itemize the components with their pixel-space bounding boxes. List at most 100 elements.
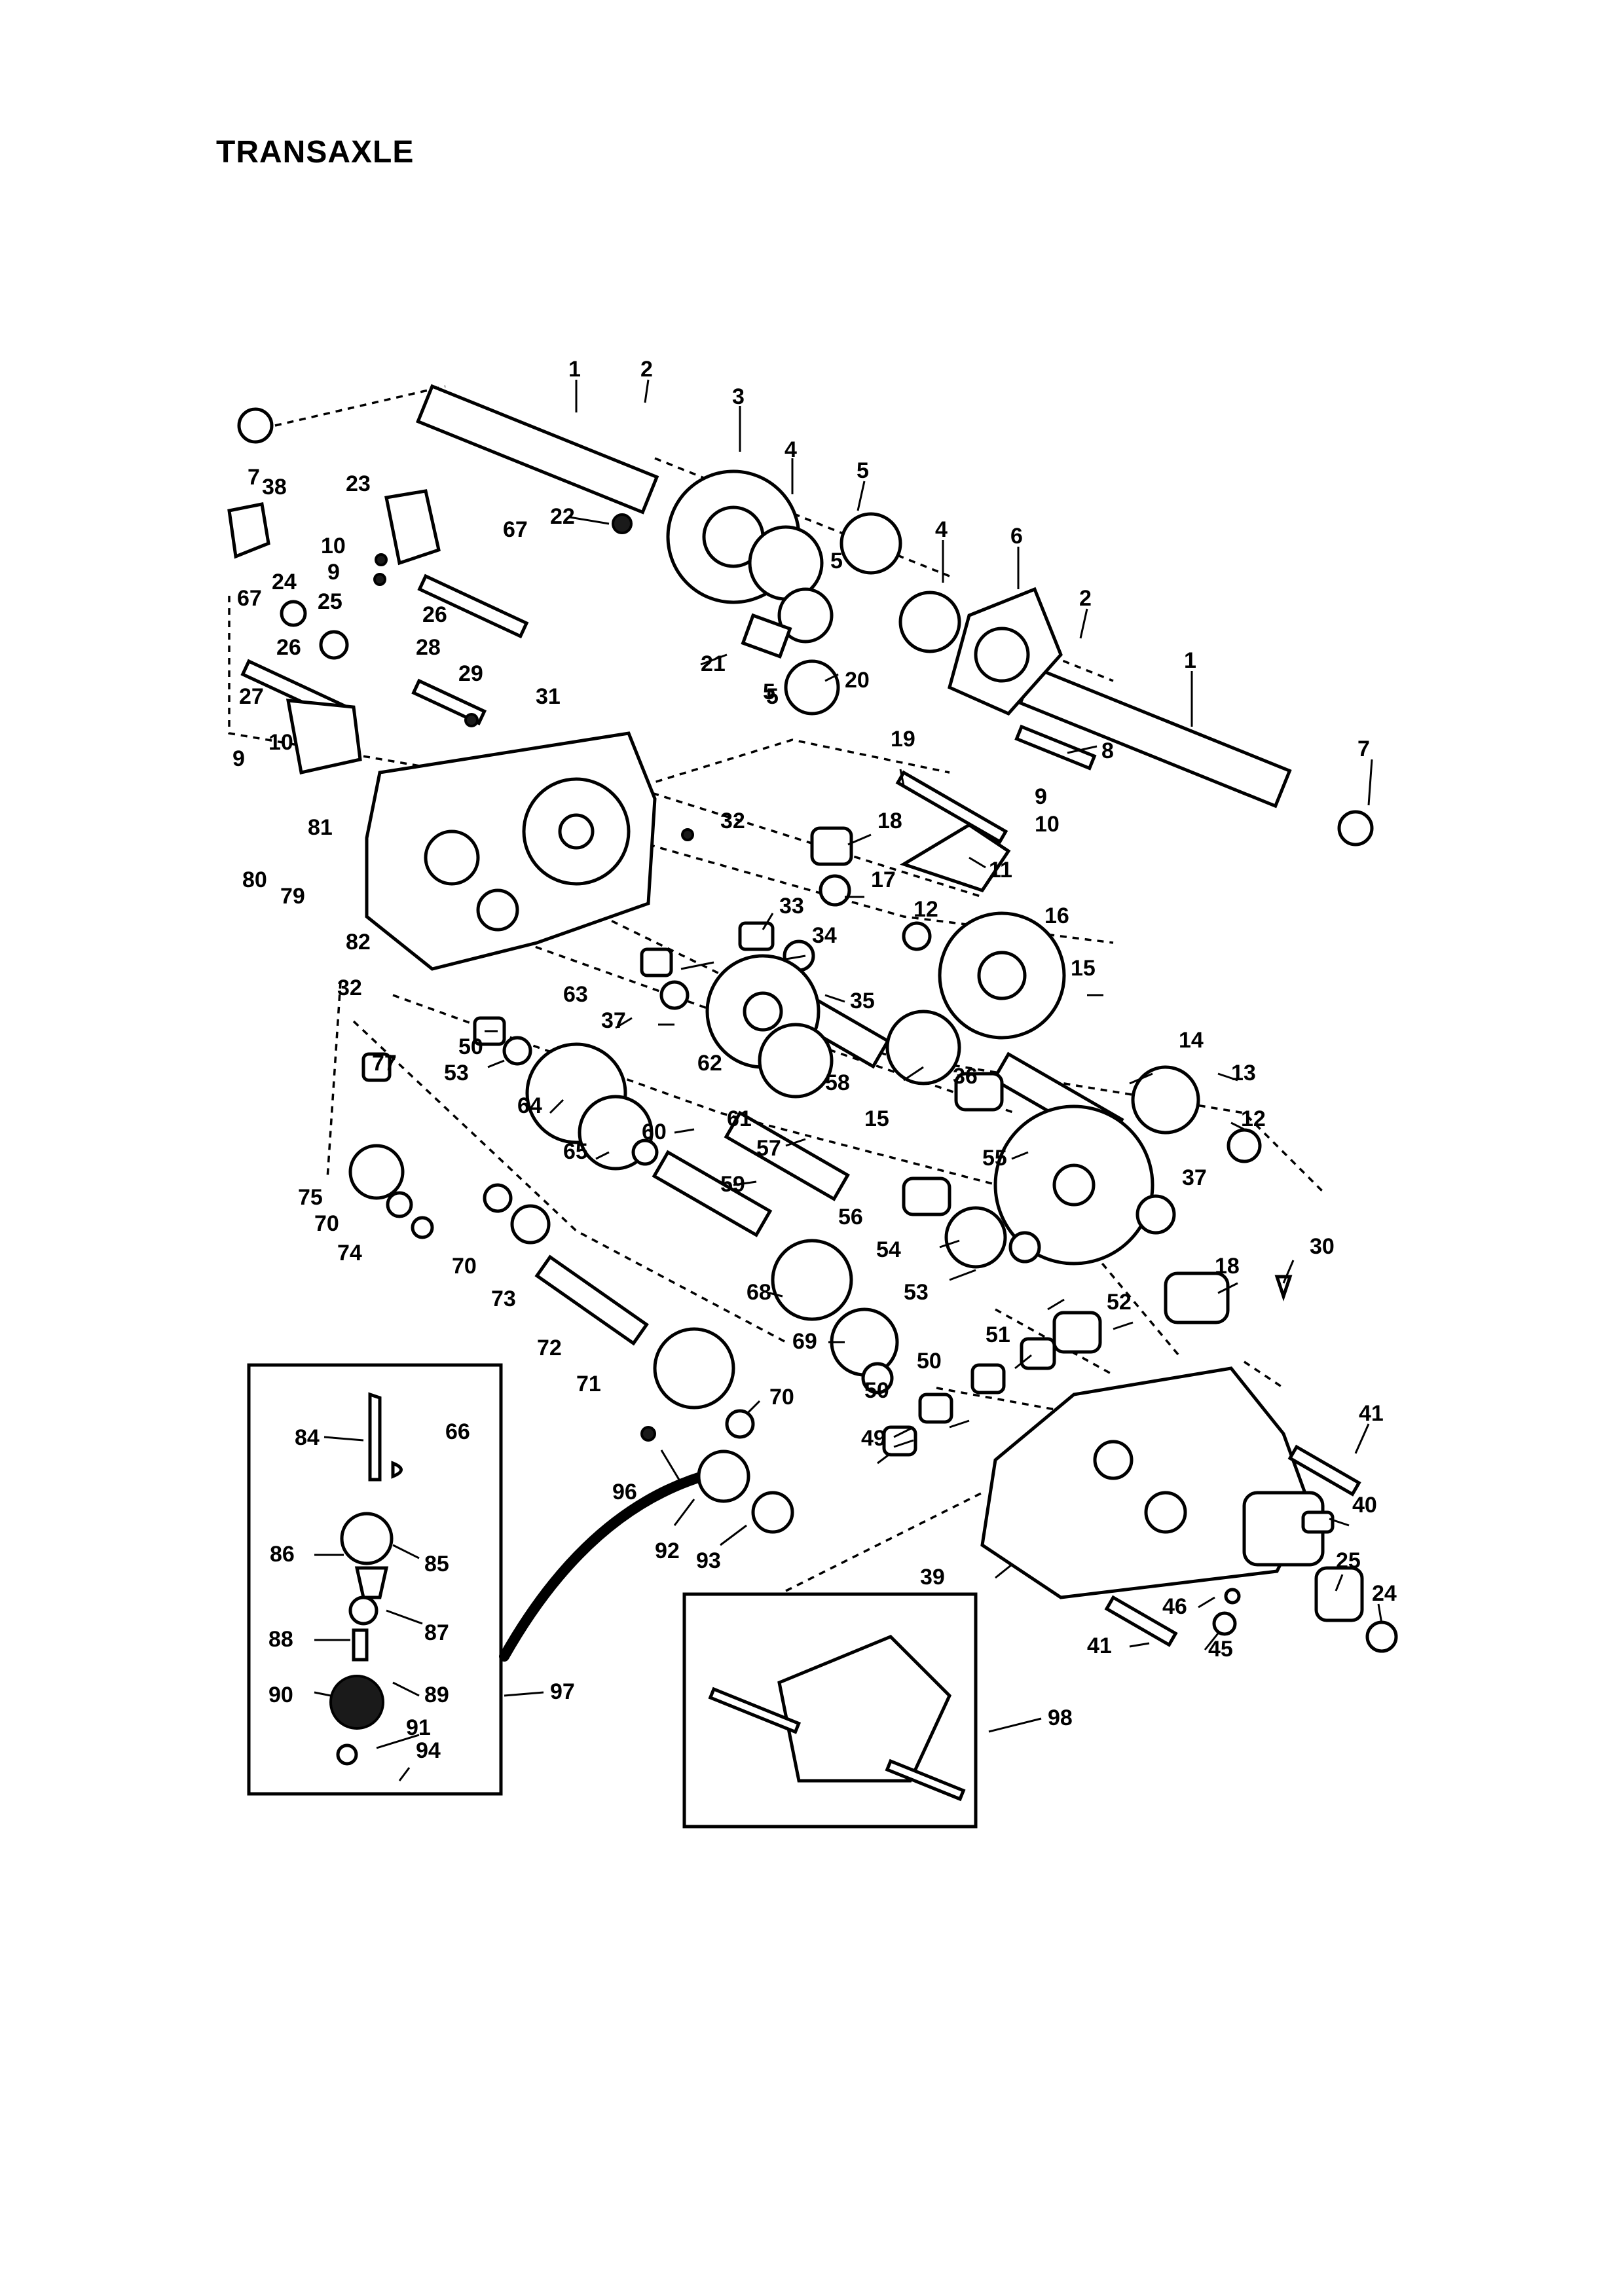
callout: 9 (1035, 784, 1047, 809)
callout: 79 (280, 884, 305, 909)
callout: 57 (756, 1136, 781, 1161)
callout: 24 (1372, 1581, 1397, 1606)
shift-cover-group (640, 1426, 794, 1534)
callout: 37 (601, 1008, 626, 1033)
callout: 4 (935, 517, 948, 542)
leader-lines (314, 379, 1383, 1749)
callout: 51 (986, 1322, 1010, 1347)
housing-half-31 (365, 731, 657, 971)
callout: 38 (262, 475, 287, 500)
callout: 67 (237, 586, 262, 611)
callout: 7 (248, 465, 260, 490)
callout: 90 (268, 1683, 293, 1707)
callout: 10 (321, 534, 346, 558)
callout: 61 (727, 1106, 752, 1131)
callout: 27 (239, 684, 264, 709)
callout: 9 (327, 560, 340, 585)
callout: 94 (416, 1738, 441, 1763)
callout: 75 (298, 1185, 323, 1210)
callout: 86 (270, 1542, 295, 1567)
callout: 33 (779, 894, 804, 919)
callout: 89 (424, 1683, 449, 1707)
callout: 5 (857, 458, 869, 483)
callout: 10 (268, 730, 293, 755)
callout: 2 (640, 357, 653, 382)
callout: 31 (536, 684, 561, 709)
callout: 66 (445, 1419, 470, 1444)
callout: 24 (272, 570, 297, 594)
callout: 9 (232, 746, 245, 771)
callout: 70 (314, 1211, 339, 1236)
callout: 15 (1071, 956, 1096, 981)
callout: 80 (242, 867, 267, 892)
callout: 1 (568, 357, 581, 382)
callout: 85 (424, 1552, 449, 1576)
callout: 30 (1310, 1234, 1335, 1259)
callout: 96 (612, 1480, 637, 1504)
callout: 62 (697, 1051, 722, 1076)
callout: 93 (696, 1548, 721, 1573)
callout: 92 (655, 1539, 680, 1563)
callout: 28 (416, 635, 441, 660)
callout: 84 (295, 1425, 320, 1450)
callout: 1 (1184, 648, 1196, 673)
callout: 7 (1357, 737, 1370, 761)
callout: 8 (1101, 738, 1114, 763)
callout: 91 (406, 1715, 431, 1740)
callout: 41 (1087, 1633, 1112, 1658)
callout: 14 (1179, 1028, 1204, 1053)
callout: 97 (550, 1679, 575, 1704)
callout: 74 (337, 1241, 362, 1266)
callout: 5 (830, 549, 843, 574)
callout: 36 (953, 1064, 978, 1089)
callout: 12 (913, 897, 938, 922)
callout: 63 (563, 982, 588, 1007)
callout: 70 (452, 1254, 477, 1279)
callout: 98 (1048, 1705, 1073, 1730)
callout: 68 (747, 1280, 771, 1305)
callout: 25 (1336, 1548, 1361, 1573)
callout: 11 (989, 858, 1012, 883)
callout: 65 (563, 1139, 588, 1164)
callout: 15 (864, 1106, 889, 1131)
callout: 18 (877, 809, 902, 833)
callout: 58 (825, 1070, 850, 1095)
callout: 70 (769, 1385, 794, 1410)
callout: 5 (763, 680, 775, 704)
callout: 32 (720, 809, 745, 833)
callout: 34 (812, 923, 837, 948)
upper-shaft-group (237, 384, 1374, 847)
callout: 55 (982, 1146, 1007, 1171)
shift-assembly-inset (247, 1363, 719, 1796)
housing-half-39 (980, 1366, 1398, 1653)
callout: 25 (318, 589, 342, 614)
callout: 71 (576, 1372, 601, 1396)
callout: 20 (845, 668, 870, 693)
callout-labels: 1 2 3 4 5 5 5 4 6 2 1 7 7 38 23 22 67 10… (232, 357, 1397, 1763)
callout: 41 (1359, 1401, 1384, 1426)
callout: 29 (458, 661, 483, 686)
callout: 60 (642, 1120, 667, 1144)
callout: 10 (1035, 812, 1060, 837)
callout: 39 (920, 1565, 945, 1590)
shift-linkage-group (227, 489, 529, 775)
callout: 69 (792, 1329, 817, 1354)
callout: 12 (1241, 1106, 1266, 1131)
callout: 64 (517, 1093, 542, 1118)
callout: 32 (337, 975, 362, 1000)
callout: 37 (1182, 1165, 1207, 1190)
callout: 52 (1107, 1290, 1132, 1315)
callout: 67 (503, 517, 528, 542)
callout: 87 (424, 1620, 449, 1645)
callout: 82 (346, 930, 371, 955)
callout: 73 (491, 1286, 516, 1311)
callout: 35 (850, 989, 875, 1013)
callout: 56 (838, 1205, 863, 1230)
callout: 50 (458, 1034, 483, 1059)
callout: 3 (732, 384, 745, 409)
callout: 5 (766, 684, 779, 709)
callout: 40 (1352, 1493, 1377, 1518)
callout: 18 (1215, 1254, 1240, 1279)
assembled-transaxle-inset (682, 1592, 978, 1829)
